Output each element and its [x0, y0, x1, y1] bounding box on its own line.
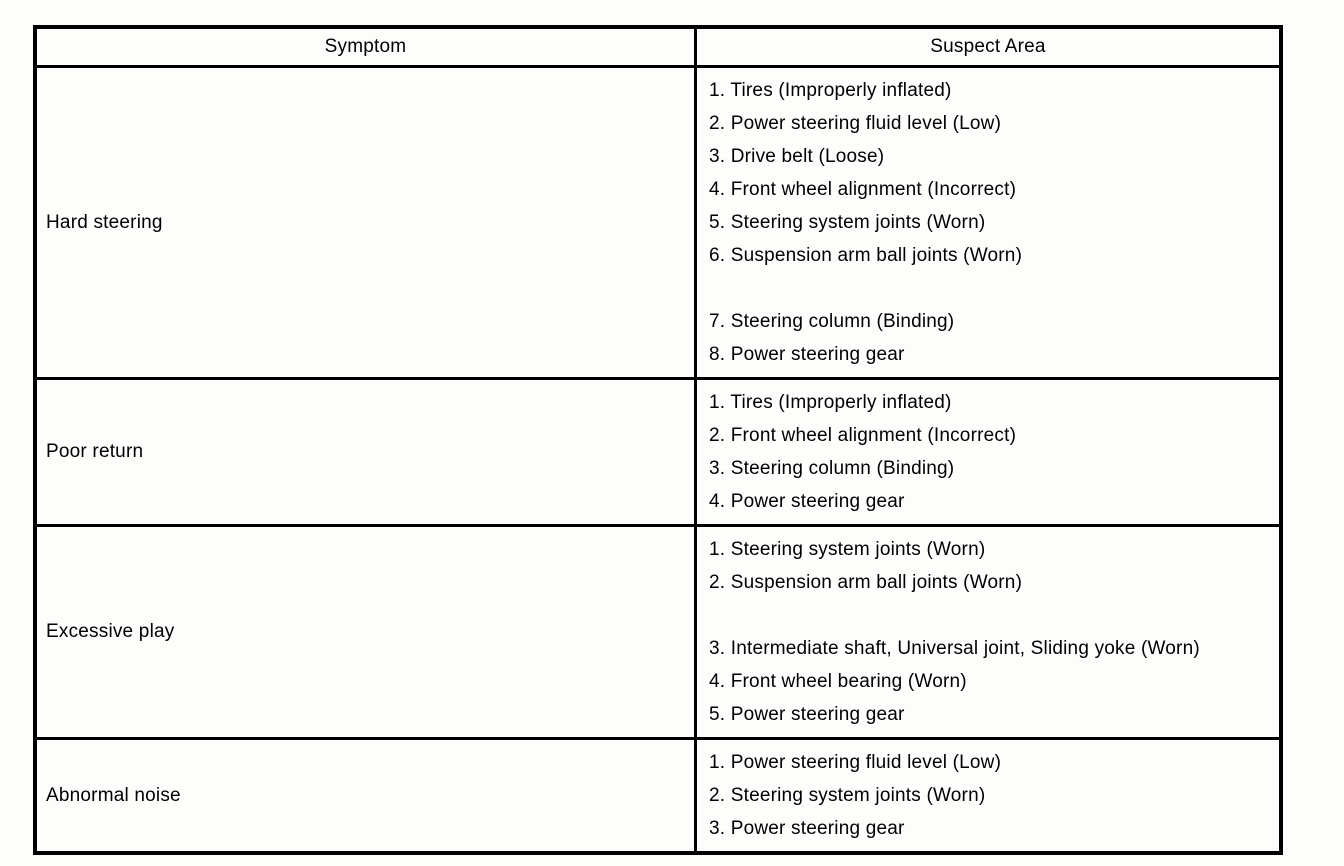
symptom-column-header: Symptom — [33, 25, 697, 68]
suspect-item: 8. Power steering gear — [709, 344, 905, 365]
suspect-item: 4. Front wheel alignment (Incorrect) — [709, 179, 1017, 200]
suspect-item: 2. Steering system joints (Worn) — [709, 785, 986, 806]
suspect-item: 3. Power steering gear — [709, 818, 905, 839]
symptom-cell: Poor return — [33, 377, 697, 527]
header-row: Symptom Suspect Area — [33, 25, 1283, 68]
suspect-area-cell: 1. Tires (Improperly inflated) 2. Front w… — [694, 377, 1283, 527]
suspect-item: 2. Suspension arm ball joints (Worn) — [709, 572, 1023, 593]
suspect-item: 1. Tires (Improperly inflated) — [709, 392, 952, 413]
symptom-cell: Excessive play — [33, 524, 697, 740]
suspect-area-cell: 1. Power steering fluid level (Low) 2. St… — [694, 737, 1283, 855]
suspect-item: 3. Drive belt (Loose) — [709, 146, 885, 167]
symptom-cell: Hard steering — [33, 65, 697, 380]
suspect-item: 3. Steering column (Binding) — [709, 458, 955, 479]
suspect-item: 2. Front wheel alignment (Incorrect) — [709, 425, 1017, 446]
suspect-area-cell: 1. Steering system joints (Worn) 2. Suspe… — [694, 524, 1283, 740]
suspect-item: 2. Power steering fluid level (Low) — [709, 113, 1002, 134]
blank-line — [709, 272, 1275, 305]
blank-line — [709, 599, 1275, 632]
suspect-item: 3. Intermediate shaft, Universal joint, … — [709, 638, 1200, 659]
suspect-item: 4. Power steering gear — [709, 491, 905, 512]
suspect-item: 4. Front wheel bearing (Worn) — [709, 671, 967, 692]
symptom-cell: Abnormal noise — [33, 737, 697, 855]
suspect-item: 7. Steering column (Binding) — [709, 311, 955, 332]
suspect-item: 1. Steering system joints (Worn) — [709, 539, 986, 560]
suspect-area-cell: 1. Tires (Improperly inflated) 2. Power s… — [694, 65, 1283, 380]
suspect-item: 5. Steering system joints (Worn) — [709, 212, 986, 233]
suspect-item: 5. Power steering gear — [709, 704, 905, 725]
suspect-item: 1. Tires (Improperly inflated) — [709, 80, 952, 101]
suspect-item: 1. Power steering fluid level (Low) — [709, 752, 1002, 773]
suspect-area-column-header: Suspect Area — [694, 25, 1283, 68]
suspect-item: 6. Suspension arm ball joints (Worn) — [709, 245, 1023, 266]
